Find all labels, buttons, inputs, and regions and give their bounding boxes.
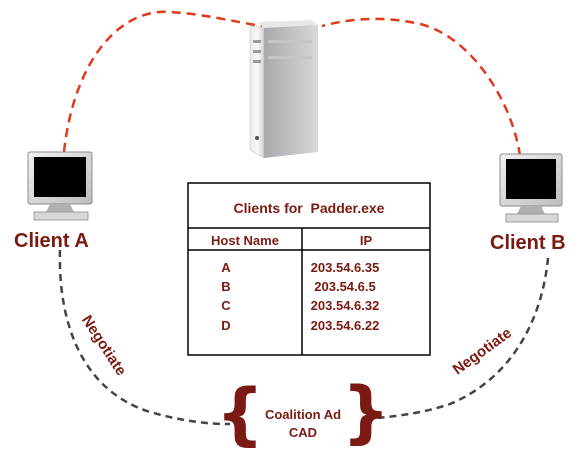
header-ip: IP bbox=[360, 233, 373, 248]
left-brace: { bbox=[216, 375, 264, 454]
row-host: D bbox=[221, 318, 230, 333]
row-host: C bbox=[221, 298, 231, 313]
negotiate-label-left: Negotiate bbox=[78, 312, 129, 379]
client-b-monitor-icon bbox=[499, 153, 563, 223]
table-frame bbox=[187, 182, 431, 356]
client-a-label: Client A bbox=[14, 230, 89, 252]
negotiate-label-right: Negotiate bbox=[450, 324, 515, 378]
negotiate-link-right bbox=[377, 257, 550, 420]
tower-server-icon bbox=[249, 20, 318, 159]
right-brace: } bbox=[342, 373, 390, 452]
row-ip: 203.54.6.5 bbox=[314, 279, 375, 294]
row-ip: 203.54.6.32 bbox=[311, 298, 380, 313]
server-link-left bbox=[62, 10, 263, 153]
row-host: B bbox=[221, 279, 230, 294]
cad-label: CAD bbox=[289, 425, 317, 440]
row-ip: 203.54.6.35 bbox=[311, 260, 380, 275]
row-ip: 203.54.6.22 bbox=[311, 318, 380, 333]
server-link-right bbox=[321, 17, 522, 157]
header-host-name: Host Name bbox=[211, 233, 279, 248]
client-a-monitor-icon bbox=[27, 151, 93, 221]
clients-table: Clients for Padder.exe Host Name IP A 20… bbox=[187, 182, 431, 356]
negotiate-link-left bbox=[58, 249, 231, 426]
table-title: Clients for Padder.exe bbox=[234, 200, 385, 216]
coalition-ad-label: Coalition Ad bbox=[265, 407, 341, 422]
client-b-label: Client B bbox=[490, 232, 566, 254]
row-host: A bbox=[221, 260, 231, 275]
